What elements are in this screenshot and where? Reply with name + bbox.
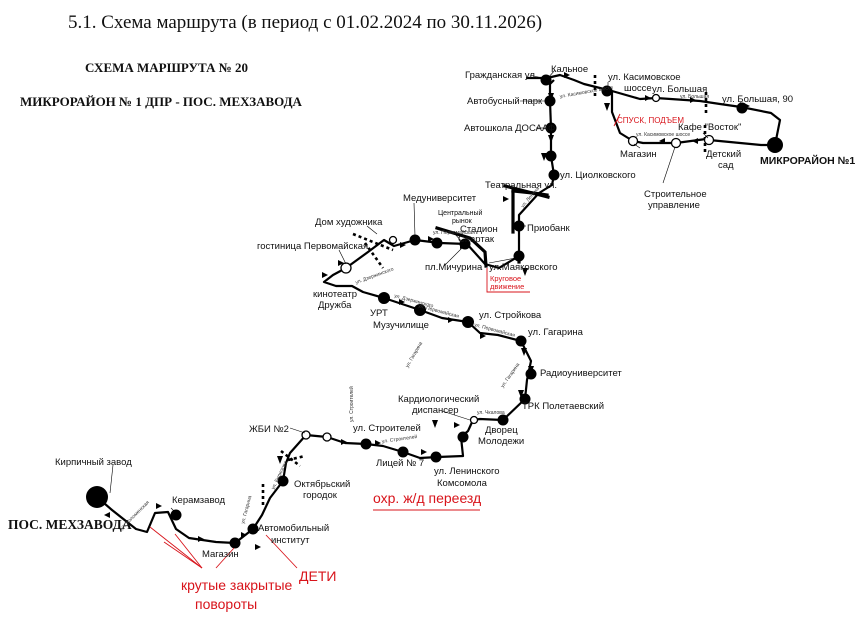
stop-avtoinstitut: Автомобильный <box>258 523 329 534</box>
street-label: ул. Первомайская <box>473 321 516 339</box>
street-label: ул. Гагарина <box>500 362 522 389</box>
street-label: ул. Строителей <box>381 433 418 445</box>
street-label: ул. Чкалова <box>477 410 505 416</box>
stop-trk: ТРК Полетаевский <box>522 401 604 412</box>
stop-litsey: Лицей № 7 <box>376 458 424 469</box>
map-title: СХЕМА МАРШРУТА № 20 <box>85 60 248 75</box>
warning-lines <box>149 113 621 569</box>
stop-tsentralny-rynok: Центральный <box>438 209 483 217</box>
map-subtitle: МИКРОРАЙОН № 1 ДПР - ПОС. МЕХЗАВОДА <box>20 94 303 109</box>
stop-gagarina: ул. Гагарина <box>528 327 584 338</box>
street-label: ул. Касимовское шоссе <box>636 132 690 138</box>
direction-arrows <box>104 72 750 550</box>
warning-povoroty: крутые закрытые <box>181 577 293 593</box>
stop-avtobusny-park: Автобусный парк <box>467 96 543 107</box>
stop-tsentralny-rynok-2: рынок <box>452 218 473 225</box>
stop-oktyabrsky-2: городок <box>303 490 338 501</box>
stop-stroitelnoe: Строительное <box>644 189 707 200</box>
stop-zhbi: ЖБИ №2 <box>249 424 289 435</box>
street-label: ул. Гагарина <box>240 495 253 525</box>
stop-kalnoe: Кальное <box>551 64 588 75</box>
street-label: ул. Коломенская <box>119 500 151 532</box>
stop-stadion: Стадион <box>460 224 498 235</box>
stop-stroiteley: ул. Строителей <box>353 423 421 434</box>
stop-stroykova: ул. Стройкова <box>479 310 542 321</box>
stop-keramzavod: Керамзавод <box>172 495 225 506</box>
route-line <box>96 73 782 545</box>
stop-leninskogo-2: Комсомола <box>437 478 488 489</box>
stop-dvorets: Дворец <box>485 425 518 436</box>
page-heading: 5.1. Схема маршрута (в период с 01.02.20… <box>68 12 543 33</box>
stop-kardio-2: диспансер <box>412 405 459 416</box>
warnings: СПУСК, ПОДЪЕМ Круговое движение охр. ж/д… <box>181 116 684 612</box>
stop-magazin-east: Магазин <box>620 149 657 160</box>
stop-michurina: пл.Мичурина <box>425 262 483 273</box>
terminus-west: ПОС. МЕХЗАВОДА <box>8 517 132 532</box>
warning-pereezd: охр. ж/д переезд <box>373 490 481 506</box>
stop-kinoteatr: кинотеатр <box>313 289 357 300</box>
stop-muzuchilische: Музучилище <box>373 320 429 331</box>
stop-gostinitsa: гостиница Первомайская <box>257 241 368 252</box>
stop-stadion-2: Спартак <box>458 234 495 245</box>
stop-priobank: Приобанк <box>527 223 570 234</box>
stop-kirpichny: Кирпичный завод <box>55 457 132 468</box>
stop-grazhdanskaya: Гражданская ул. <box>465 70 538 81</box>
stop-magazin-west: Магазин <box>202 549 239 560</box>
stop-rings <box>301 93 715 442</box>
warning-deti: ДЕТИ <box>299 568 336 584</box>
stop-mayakovskogo: ул.Маяковского <box>489 262 558 273</box>
street-label: ул. Дзержинского <box>355 266 395 286</box>
stop-avtoshkola: Автошкола ДОСААФ <box>464 123 555 134</box>
stop-stroitelnoe-2: управление <box>648 200 700 211</box>
stop-kinoteatr-2: Дружба <box>318 300 352 311</box>
stop-detsky-sad-2: сад <box>718 160 734 171</box>
stop-urt: УРТ <box>370 308 388 319</box>
terminus-east: МИКРОРАЙОН №1 <box>760 154 855 167</box>
stop-avtoinstitut-2: институт <box>271 535 310 546</box>
street-label: ул. Гагарина <box>405 341 425 369</box>
warning-spusk: СПУСК, ПОДЪЕМ <box>617 116 684 125</box>
warning-krugovoe: Круговое <box>490 274 521 283</box>
stop-dots <box>86 74 783 549</box>
stop-bolshaya-90: ул. Большая, 90 <box>722 94 793 105</box>
stop-dvorets-2: Молодежи <box>478 436 524 447</box>
warning-krugovoe-2: движение <box>490 282 524 291</box>
stop-teatralnaya: Театральная ул. <box>485 180 557 191</box>
stop-bolshaya: ул. Большая <box>652 84 707 95</box>
stop-kardio: Кардиологический <box>398 394 479 405</box>
street-label: ул. Строителей <box>348 386 355 422</box>
street-label: ул. Первомайская <box>433 229 475 236</box>
street-label: ул. Большая <box>680 94 709 100</box>
stop-dom-hudozhnika: Дом художника <box>315 217 383 228</box>
stop-radiouniversitet: Радиоуниверситет <box>540 368 622 379</box>
leader-lines <box>109 69 743 514</box>
stop-detsky-sad: Детский <box>706 149 741 160</box>
stop-kasimovskoe: ул. Касимовское <box>608 72 681 83</box>
warning-povoroty-2: повороты <box>195 596 257 612</box>
stop-kasimovskoe-2: шоссе <box>624 83 652 94</box>
stop-tsiolkovsky: ул. Циолковского <box>560 170 636 181</box>
stop-leninskogo: ул. Ленинского <box>434 466 500 477</box>
stop-meduniversitet: Медуниверситет <box>403 193 477 204</box>
stop-kafe: Кафе "Восток" <box>678 122 741 133</box>
stop-oktyabrsky: Октябрьский <box>294 479 350 490</box>
stop-labels: Гражданская ул. Кальное ул. Касимовское … <box>8 64 855 560</box>
